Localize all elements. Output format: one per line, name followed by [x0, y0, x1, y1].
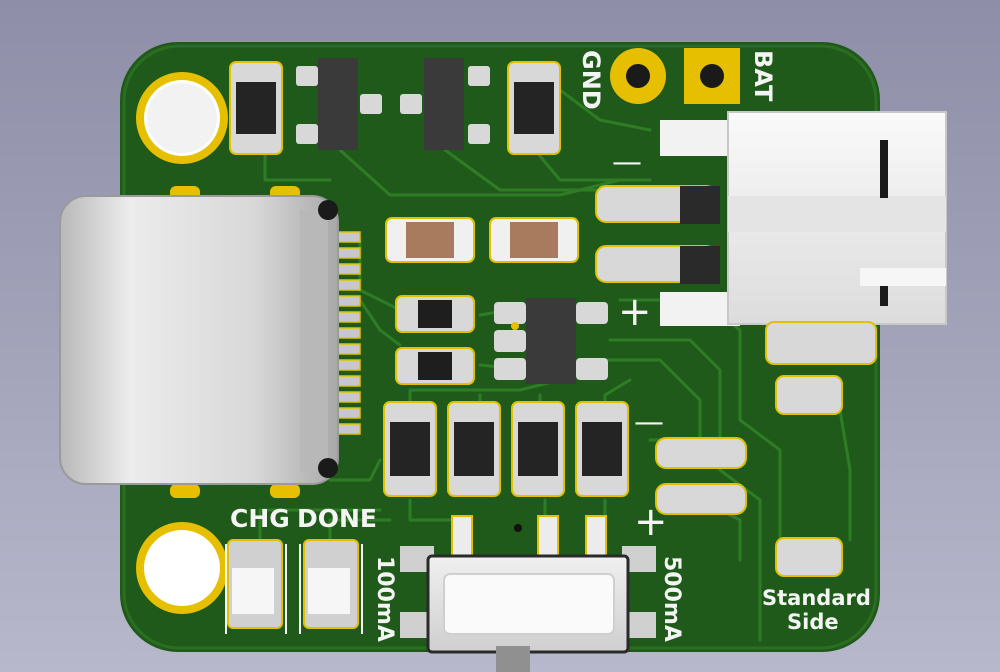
resistor-r3 — [395, 295, 475, 333]
usb-c-connector — [59, 195, 339, 485]
capacitor-c4 — [447, 401, 501, 497]
gnd-pad — [610, 48, 666, 104]
usb-c-signal-pins — [321, 231, 361, 435]
led-done — [299, 539, 363, 634]
capacitor-c5 — [511, 401, 565, 497]
resistor-r1 — [385, 217, 475, 263]
jst-battery-connector — [660, 111, 947, 326]
smd-pads-right — [655, 321, 877, 577]
resistor-r4 — [395, 347, 475, 385]
resistor-r2 — [489, 217, 579, 263]
capacitor-c2 — [507, 61, 561, 155]
capacitor-c6 — [575, 401, 629, 497]
mounting-hole-bottom-left — [136, 522, 228, 614]
bat-pad — [684, 48, 740, 104]
capacitor-c1 — [229, 61, 283, 155]
slide-switch — [400, 515, 656, 672]
charger-ic-u1 — [494, 298, 608, 384]
mounting-hole-top-left — [136, 72, 228, 164]
transistor-q2 — [400, 58, 490, 150]
led-chg — [225, 539, 287, 634]
capacitor-c3 — [383, 401, 437, 497]
transistor-q1 — [296, 58, 382, 150]
